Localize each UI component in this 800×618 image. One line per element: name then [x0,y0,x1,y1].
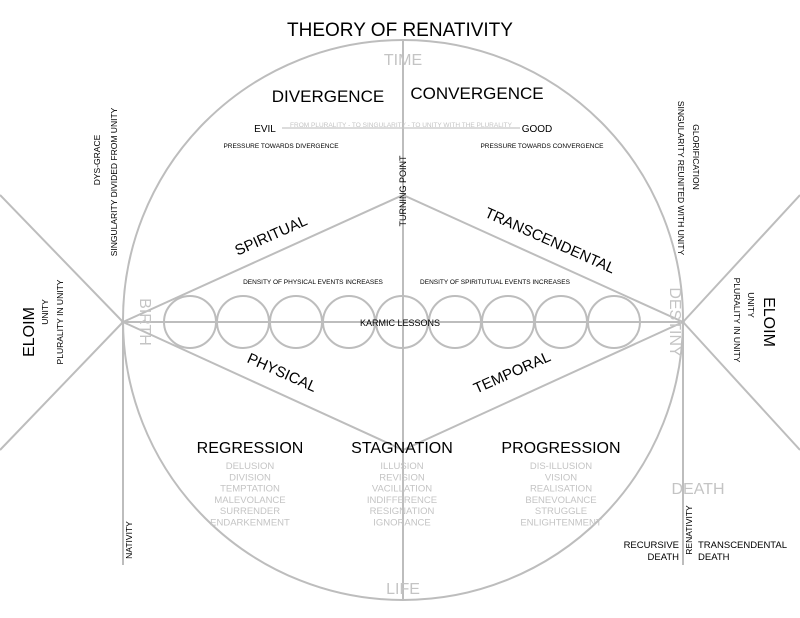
dysgrace-sub: SINGULARITY DIVIDED FROM UNITY [109,107,119,256]
spiritual-label: SPIRITUAL [232,212,310,259]
eloim-right: ELOIM [760,297,777,347]
column-item: RESIGNATION [370,506,435,517]
destiny-label: DESTINY [666,287,683,357]
birth-label: BIRTH [136,298,153,346]
column-title: STAGNATION [351,440,453,457]
karmic-lessons: KARMIC LESSONS [360,318,440,328]
turning-point: TURNING POINT [398,155,408,227]
column-item: VACILLATION [372,484,432,495]
transcendental-death: DEATH [698,552,730,563]
unity-left: UNITY [40,299,50,325]
column-item: REALISATION [530,484,592,495]
karmic-circle [587,295,641,349]
plurality-right: PLURALITY IN UNITY [732,278,742,363]
density-physical: DENSITY OF PHYSICAL EVENTS INCREASES [243,279,383,286]
column-item: BENEVOLANCE [525,495,596,506]
glorification-sub: SINGULARITY REUNITED WITH UNITY [676,101,686,256]
column-item: DIS-ILLUSION [530,461,592,472]
unity-right: UNITY [746,292,756,318]
nativity-label: NATIVITY [124,521,134,559]
column-item: MALEVOLANCE [214,495,285,506]
column-item: VISION [545,472,577,483]
plurality-left: PLURALITY IN UNITY [55,279,65,364]
renativity-label: RENATIVITY [684,505,694,555]
pressure-convergence: PRESSURE TOWARDS CONVERGENCE [480,143,604,150]
karmic-circles [163,295,641,349]
column-title: REGRESSION [197,440,304,457]
left-x-line [0,194,124,323]
column-item: DELUSION [226,461,275,472]
column-item: REVISION [379,472,425,483]
outcome-columns: REGRESSION DELUSIONDIVISIONTEMPTATIONMALE… [197,440,621,529]
life-label: LIFE [386,581,420,598]
column-item: ENDARKENMENT [210,518,290,529]
recursive-death: RECURSIVE [624,540,679,551]
column-item: IGNORANCE [373,518,431,529]
density-spiritual: DENSITY OF SPIRITUTUAL EVENTS INCREASES [420,279,571,286]
evil-label: EVIL [254,124,276,135]
right-x-line [682,321,800,451]
column-title: PROGRESSION [501,440,620,457]
column-item: TEMPTATION [220,484,280,495]
left-x-line [0,321,124,451]
column-item: DIVISION [229,472,271,483]
title: THEORY OF RENATIVITY [287,20,513,41]
column-item: STRUGGLE [535,506,587,517]
column-item: INDIFFERENCE [367,495,437,506]
time-label: TIME [384,52,422,69]
column-item: SURRENDER [220,506,280,517]
death-label: DEATH [671,481,724,498]
convergence-label: CONVERGENCE [410,84,543,103]
divergence-label: DIVERGENCE [272,87,384,106]
transcendental-death: TRANSCENDENTAL [698,540,787,551]
recursive-death: DEATH [648,552,680,563]
glorification-label: GLORIFICATION [691,124,701,190]
column-item: ILLUSION [380,461,423,472]
physical-label: PHYSICAL [244,350,319,396]
eloim-left: ELOIM [21,307,38,357]
dysgrace-label: DYS-GRACE [92,134,102,185]
good-label: GOOD [522,124,553,135]
plurality-path-text: FROM PLURALITY - TO SINGULARITY - TO UNI… [290,122,513,129]
column-item: ENLIGHTENMENT [520,518,601,529]
right-x-line [682,194,800,323]
temporal-label: TEMPORAL [471,348,553,397]
pressure-divergence: PRESSURE TOWARDS DIVERGENCE [223,143,339,150]
